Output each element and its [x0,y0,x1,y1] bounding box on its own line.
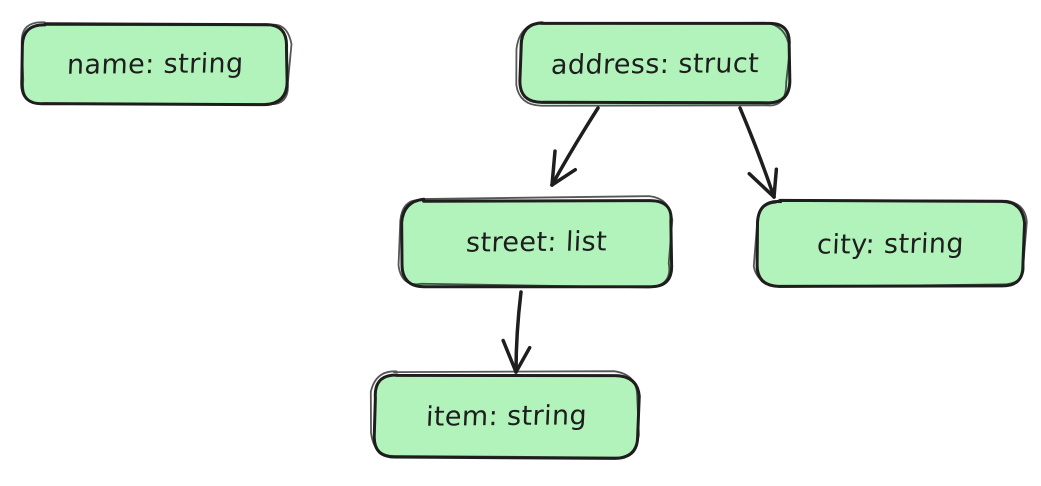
node-city[interactable]: city: string [752,198,1028,288]
edge-address-to-city [738,106,779,199]
node-street[interactable]: street: list [397,195,674,289]
node-label: city: string [816,227,965,261]
node-shape [752,198,1028,288]
node-address[interactable]: address: struct [515,21,792,107]
edge-street-to-item [501,290,532,374]
edge-address-to-street [550,106,600,187]
node-label: item: string [424,400,588,433]
node-label: address: struct [550,47,760,81]
node-shape [20,21,293,107]
node-shape [515,21,792,107]
node-label: name: string [66,47,244,81]
node-name[interactable]: name: string [20,21,293,107]
node-shape [397,195,674,289]
node-label: street: list [465,226,608,259]
node-item[interactable]: item: string [369,370,641,460]
node-shape [369,370,641,460]
